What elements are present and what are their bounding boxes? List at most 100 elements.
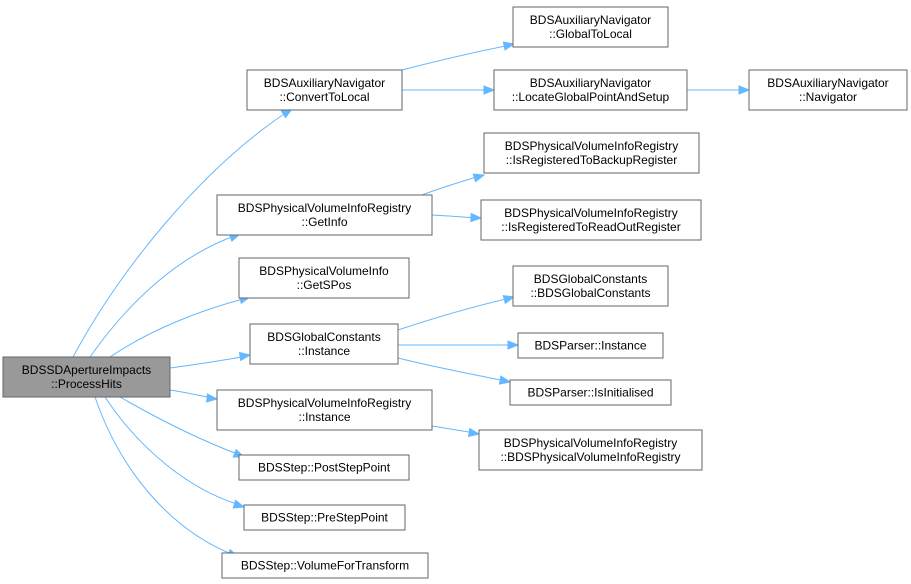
edge-getinfo-to-readout bbox=[431, 212, 483, 223]
edge-gcinst-to-parserinst bbox=[398, 340, 520, 350]
node-label: BDSSDApertureImpacts bbox=[22, 363, 151, 377]
node-post[interactable]: BDSStep::PostStepPoint bbox=[238, 454, 410, 481]
node-box[interactable] bbox=[512, 6, 669, 48]
node-label: ::IsRegisteredToBackupRegister bbox=[506, 153, 677, 167]
node-box[interactable] bbox=[517, 332, 664, 359]
node-getinfo[interactable]: BDSPhysicalVolumeInfoRegistry::GetInfo bbox=[216, 194, 433, 236]
node-navigator[interactable]: BDSAuxiliaryNavigator::Navigator bbox=[748, 69, 908, 111]
edge-line bbox=[397, 297, 511, 331]
arrowhead-icon bbox=[507, 340, 520, 350]
node-label: BDSAuxiliaryNavigator bbox=[530, 13, 651, 27]
edge-root-to-getspos bbox=[109, 294, 252, 358]
edge-root-to-gcinst bbox=[169, 351, 252, 369]
node-label: BDSAuxiliaryNavigator bbox=[530, 76, 651, 90]
node-pre[interactable]: BDSStep::PreStepPoint bbox=[243, 504, 406, 531]
edge-root-to-pre bbox=[104, 396, 246, 509]
node-box[interactable] bbox=[216, 194, 433, 236]
edge-line bbox=[109, 297, 248, 358]
node-box[interactable] bbox=[243, 504, 406, 531]
node-pvrinst[interactable]: BDSPhysicalVolumeInfoRegistry::Instance bbox=[216, 389, 433, 431]
node-label: ::IsRegisteredToReadOutRegister bbox=[501, 220, 680, 234]
node-label: BDSStep::PostStepPoint bbox=[258, 461, 391, 475]
node-label: ::GlobalToLocal bbox=[549, 27, 632, 41]
node-box[interactable] bbox=[238, 454, 410, 481]
node-label: BDSPhysicalVolumeInfoRegistry bbox=[504, 436, 677, 450]
node-box[interactable] bbox=[748, 69, 908, 111]
node-label: ::ConvertToLocal bbox=[279, 90, 369, 104]
node-locate[interactable]: BDSAuxiliaryNavigator::LocateGlobalPoint… bbox=[493, 69, 688, 111]
edge-gcinst-to-gcctor bbox=[397, 294, 516, 331]
node-box[interactable] bbox=[246, 69, 403, 111]
arrowhead-icon bbox=[483, 85, 496, 95]
node-box[interactable] bbox=[509, 379, 672, 406]
arrowhead-icon bbox=[472, 173, 486, 183]
node-label: BDSPhysicalVolumeInfoRegistry bbox=[504, 206, 677, 220]
node-label: ::GetInfo bbox=[301, 215, 347, 229]
node-label: BDSParser::Instance bbox=[534, 339, 646, 353]
edge-line bbox=[401, 44, 511, 71]
node-box[interactable] bbox=[249, 323, 399, 365]
edge-line bbox=[119, 396, 241, 456]
node-label: ::BDSGlobalConstants bbox=[530, 286, 650, 300]
node-label: BDSAuxiliaryNavigator bbox=[264, 76, 385, 90]
arrowhead-icon bbox=[502, 294, 516, 305]
node-box[interactable] bbox=[478, 429, 703, 471]
node-box[interactable] bbox=[216, 389, 433, 431]
edge-line bbox=[397, 357, 507, 382]
node-getspos[interactable]: BDSPhysicalVolumeInfo::GetSPos bbox=[238, 257, 410, 299]
node-label: ::Instance bbox=[298, 344, 350, 358]
edge-locate-to-navigator bbox=[687, 85, 751, 95]
node-label: BDSAuxiliaryNavigator bbox=[767, 76, 888, 90]
edge-convert-to-g2l bbox=[401, 41, 516, 71]
arrowhead-icon bbox=[738, 85, 751, 95]
node-readout[interactable]: BDSPhysicalVolumeInfoRegistry::IsRegiste… bbox=[480, 199, 702, 241]
arrowhead-icon bbox=[238, 351, 252, 362]
node-label: BDSParser::IsInitialised bbox=[527, 386, 653, 400]
node-box[interactable] bbox=[2, 356, 171, 398]
node-root[interactable]: BDSSDApertureImpacts::ProcessHits bbox=[2, 356, 171, 398]
node-label: BDSStep::PreStepPoint bbox=[261, 511, 388, 525]
node-box[interactable] bbox=[238, 257, 410, 299]
node-label: ::LocateGlobalPointAndSetup bbox=[512, 90, 670, 104]
edge-line bbox=[431, 214, 478, 219]
edge-getinfo-to-backup bbox=[421, 173, 486, 196]
edge-line bbox=[89, 234, 238, 358]
node-gcinst[interactable]: BDSGlobalConstants::Instance bbox=[249, 323, 399, 365]
node-label: BDSPhysicalVolumeInfo bbox=[259, 264, 389, 278]
node-box[interactable] bbox=[483, 132, 700, 174]
node-label: BDSStep::VolumeForTransform bbox=[241, 559, 409, 573]
node-label: ::GetSPos bbox=[297, 278, 352, 292]
node-label: BDSGlobalConstants bbox=[534, 272, 647, 286]
node-parserinit[interactable]: BDSParser::IsInitialised bbox=[509, 379, 672, 406]
node-box[interactable] bbox=[221, 552, 429, 579]
node-box[interactable] bbox=[512, 265, 669, 307]
node-parserinst[interactable]: BDSParser::Instance bbox=[517, 332, 664, 359]
arrowhead-icon bbox=[502, 41, 516, 51]
node-backup[interactable]: BDSPhysicalVolumeInfoRegistry::IsRegiste… bbox=[483, 132, 700, 174]
arrowhead-icon bbox=[470, 212, 483, 223]
node-label: ::Navigator bbox=[799, 90, 857, 104]
node-pvrctor[interactable]: BDSPhysicalVolumeInfoRegistry::BDSPhysic… bbox=[478, 429, 703, 471]
node-label: ::BDSPhysicalVolumeInfoRegistry bbox=[500, 450, 680, 464]
node-vft[interactable]: BDSStep::VolumeForTransform bbox=[221, 552, 429, 579]
nodes-layer: BDSSDApertureImpacts::ProcessHits BDSAuxi… bbox=[2, 6, 908, 579]
node-box[interactable] bbox=[480, 199, 702, 241]
node-label: BDSGlobalConstants bbox=[267, 330, 380, 344]
edge-line bbox=[431, 425, 476, 434]
edge-line bbox=[72, 111, 288, 358]
edge-line bbox=[94, 396, 235, 556]
node-box[interactable] bbox=[493, 69, 688, 111]
node-label: BDSPhysicalVolumeInfoRegistry bbox=[505, 139, 678, 153]
edge-line bbox=[421, 175, 481, 196]
node-gcctor[interactable]: BDSGlobalConstants::BDSGlobalConstants bbox=[512, 265, 669, 307]
arrowhead-icon bbox=[467, 427, 481, 438]
node-convert[interactable]: BDSAuxiliaryNavigator::ConvertToLocal bbox=[246, 69, 403, 111]
arrowhead-icon bbox=[232, 499, 246, 509]
node-g2l[interactable]: BDSAuxiliaryNavigator::GlobalToLocal bbox=[512, 6, 669, 48]
arrowhead-icon bbox=[498, 375, 512, 385]
edge-root-to-getinfo bbox=[89, 232, 242, 358]
edge-line bbox=[104, 396, 241, 506]
arrowhead-icon bbox=[206, 393, 219, 403]
edge-pvrinst-to-pvrctor bbox=[431, 425, 481, 438]
